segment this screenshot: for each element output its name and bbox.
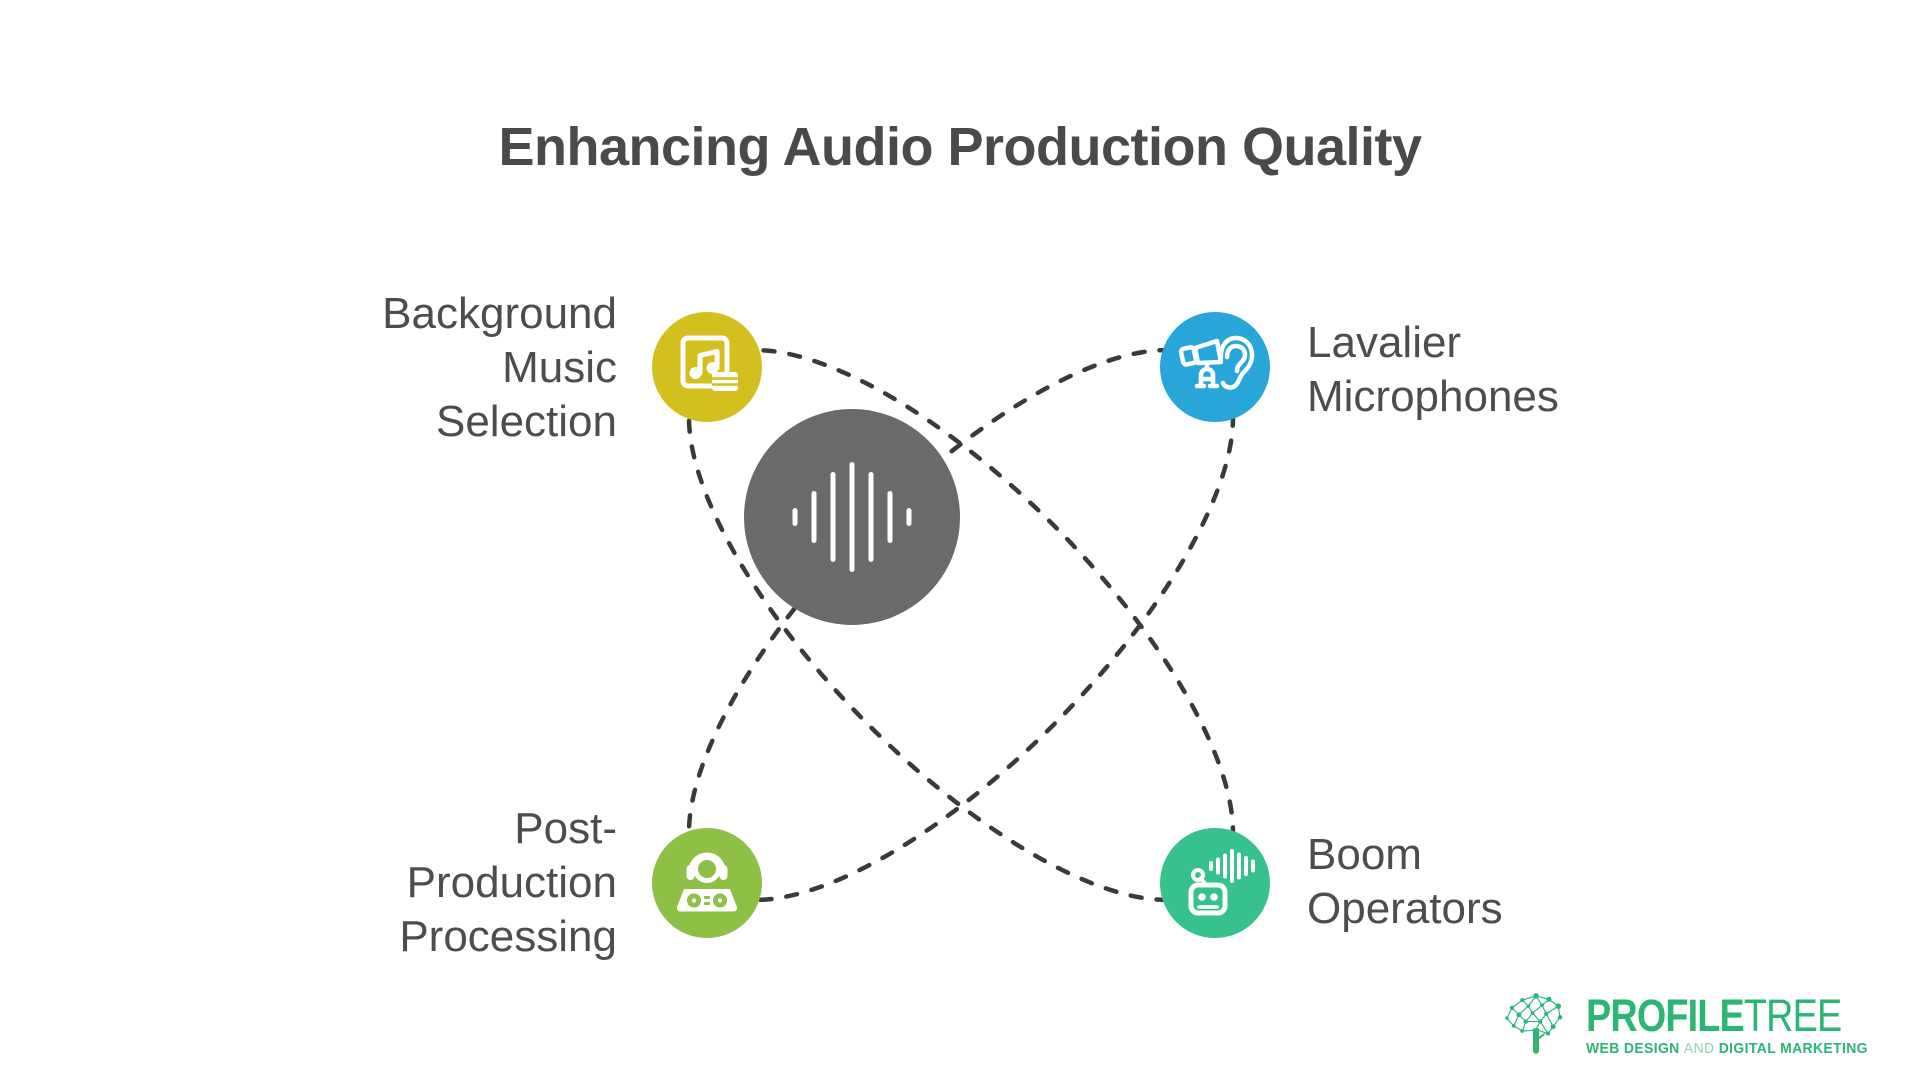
- label-boom-operators: Boom Operators: [1307, 830, 1503, 933]
- profiletree-logo: PROFILETREE WEB DESIGN AND DIGITAL MARKE…: [1500, 986, 1890, 1064]
- audio-waveform-icon: [792, 462, 912, 572]
- node-background-music: [652, 312, 762, 422]
- center-hub: [744, 409, 960, 625]
- node-boom-operators: [1160, 828, 1270, 938]
- profiletree-tree-icon: [1505, 993, 1563, 1054]
- profiletree-tagline: WEB DESIGN AND DIGITAL MARKETING: [1585, 1039, 1868, 1057]
- label-lavalier-microphones: Lavalier Microphones: [1307, 318, 1559, 421]
- dj-headphones-icon: [676, 852, 738, 912]
- robot-soundwave-icon: [1188, 849, 1255, 916]
- profiletree-wordmark: PROFILETREE: [1585, 989, 1842, 1041]
- megaphone-ear-icon: [1178, 335, 1255, 390]
- node-post-production: [652, 828, 762, 938]
- label-background-music: Background Music Selection: [382, 289, 617, 446]
- node-lavalier-microphones: [1160, 312, 1270, 422]
- page-title: Enhancing Audio Production Quality: [498, 117, 1423, 177]
- music-library-icon: [680, 335, 738, 391]
- label-post-production: Post- Production Processing: [399, 804, 617, 961]
- node-circle-lavalier-microphones: [1160, 312, 1270, 422]
